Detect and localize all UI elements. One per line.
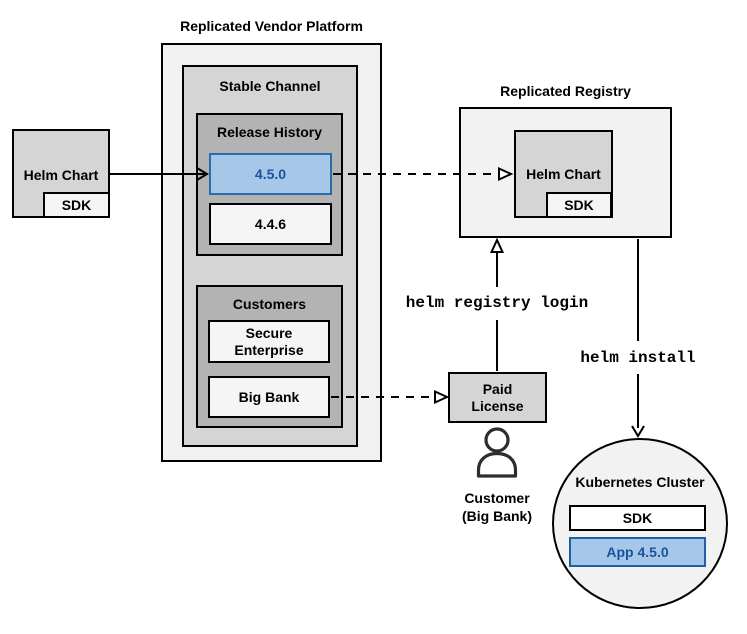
helm-registry-login-command: helm registry login — [405, 294, 589, 312]
person-icon — [476, 427, 518, 478]
cluster-app-box: App 4.5.0 — [569, 537, 706, 567]
registry-sdk-label: SDK — [564, 196, 594, 213]
release-version-446-label: 4.4.6 — [254, 215, 287, 232]
customer-secure-enterprise-box: Secure Enterprise — [208, 320, 330, 363]
source-sdk-box: SDK — [43, 192, 110, 218]
kubernetes-cluster-title: Kubernetes Cluster — [575, 474, 705, 490]
release-history-label: Release History — [216, 124, 323, 140]
registry-sdk-box: SDK — [546, 192, 612, 218]
source-sdk-label: SDK — [61, 196, 92, 213]
paid-license-line2: License — [471, 397, 524, 414]
release-version-450-label: 4.5.0 — [254, 165, 287, 182]
cluster-app-label: App 4.5.0 — [606, 543, 669, 560]
cluster-sdk-label: SDK — [622, 509, 653, 526]
release-version-450-box: 4.5.0 — [209, 153, 332, 195]
registry-helm-chart-label: Helm Chart — [526, 166, 601, 182]
vendor-platform-title: Replicated Vendor Platform — [180, 18, 363, 34]
cluster-sdk-box: SDK — [569, 505, 706, 531]
arrow-registry-to-cluster — [631, 239, 645, 438]
customer-secure-enterprise-label: Secure Enterprise — [234, 324, 304, 358]
helm-install-command: helm install — [580, 349, 696, 367]
customer-caption-line2: (Big Bank) — [462, 508, 532, 524]
customer-caption: Customer (Big Bank) — [427, 489, 567, 525]
stable-channel-label: Stable Channel — [219, 78, 321, 94]
paid-license-label: Paid License — [471, 381, 523, 415]
release-version-446-box: 4.4.6 — [209, 203, 332, 245]
customers-label: Customers — [232, 296, 307, 312]
paid-license-box: Paid License — [448, 372, 547, 423]
customer-big-bank-label: Big Bank — [238, 388, 300, 405]
customer-big-bank-box: Big Bank — [208, 376, 330, 418]
paid-license-line1: Paid — [482, 380, 513, 397]
customer-caption-line1: Customer — [464, 490, 530, 506]
source-helm-chart-label: Helm Chart — [23, 167, 99, 183]
registry-title: Replicated Registry — [500, 83, 631, 99]
